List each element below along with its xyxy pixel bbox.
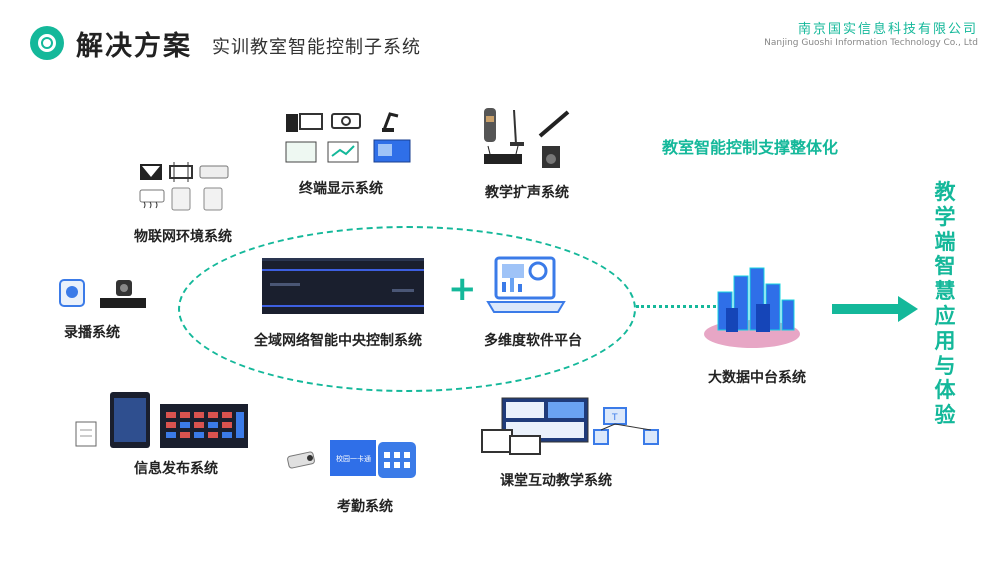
info-devices-icon [75,392,248,448]
connector-line [636,305,728,308]
big-data-label: 大数据中台系统 [708,370,806,386]
iot-devices-icon [139,162,229,211]
iot-system-label: 物联网环境系统 [134,229,232,245]
attendance-devices-icon [287,440,416,478]
tagline: 教室智能控制支撑整体化 [662,138,839,157]
core-ellipse [178,226,636,392]
interactive-system-label: 课堂互动教学系统 [500,473,612,489]
audio-system-label: 教学扩声系统 [485,185,569,201]
recording-devices-icon [59,279,146,308]
outcome-vertical-text: 教学端智慧 应用与体验 [934,180,956,428]
svg-text:T: T [611,413,618,423]
audio-devices-icon [484,108,570,168]
control-system-label: 全域网络智能中央控制系统 [254,333,422,349]
interactive-devices-icon: T [481,397,659,455]
campus-card-screen-text: 校园一卡通 [336,455,371,463]
display-system-label: 终端显示系统 [299,181,383,197]
control-server-icon [262,258,424,314]
info-system-label: 信息发布系统 [134,461,218,477]
page-subtitle: 实训教室智能控制子系统 [212,37,421,58]
company-name-cn: 南京国实信息科技有限公司 [797,22,978,37]
laptop-dashboard-icon [486,256,566,313]
big-data-city-icon [704,267,800,348]
plus-icon: + [448,269,477,309]
page-title: 解决方案 [76,31,192,62]
arrow-right-icon [832,296,918,322]
attendance-system-label: 考勤系统 [337,499,393,515]
software-platform-label: 多维度软件平台 [484,333,582,349]
recording-system-label: 录播系统 [64,325,120,341]
company-name-en: Nanjing Guoshi Information Technology Co… [764,38,978,48]
display-devices-icon [285,112,411,163]
logo-icon [30,26,64,60]
